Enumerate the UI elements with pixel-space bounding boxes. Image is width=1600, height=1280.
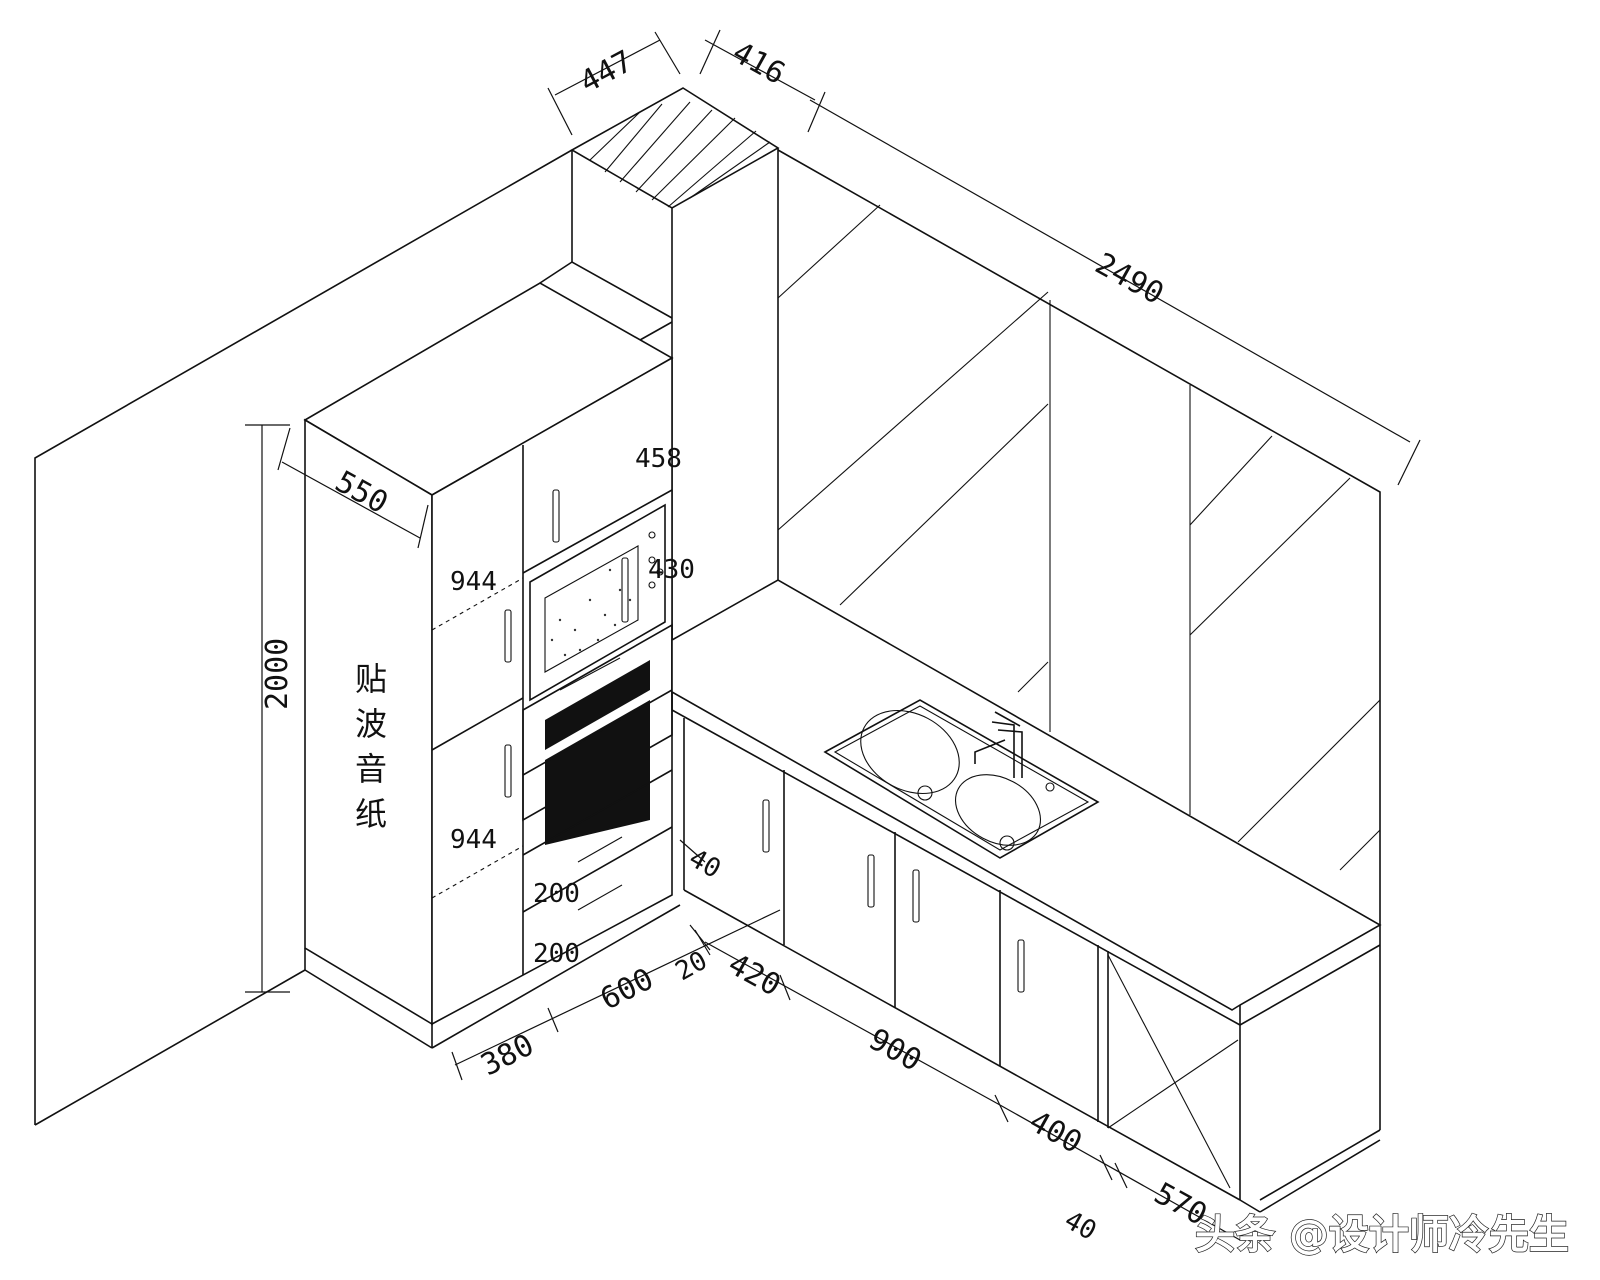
dimension-lines	[245, 29, 1421, 1241]
dim-416: 416	[727, 35, 791, 92]
dim-200-top: 200	[533, 879, 580, 909]
dim-420: 420	[722, 947, 786, 1004]
drain-icon	[999, 835, 1015, 851]
sink	[823, 699, 1100, 859]
microwave	[529, 503, 666, 702]
dim-40-base: 40	[1059, 1205, 1101, 1246]
left-wall	[34, 149, 573, 1126]
base-cabinet-run	[671, 579, 1382, 1213]
wall-note-char-3: 音	[355, 750, 387, 788]
microwave-handle	[621, 557, 629, 623]
right-wall	[777, 149, 1381, 1201]
cabinet-handle	[912, 869, 920, 923]
column-hatch	[589, 101, 771, 208]
wall-note-char-2: 波	[355, 705, 387, 743]
faucet-icon	[974, 711, 1023, 778]
dim-458: 458	[635, 444, 682, 474]
dim-2490: 2490	[1089, 246, 1169, 312]
dim-944-upper: 944	[450, 567, 497, 597]
microwave-knob	[648, 556, 656, 564]
watermark: 头条 @设计师冷先生	[1195, 1212, 1569, 1258]
cabinet-handle	[762, 799, 770, 853]
dim-944-lower: 944	[450, 825, 497, 855]
sink-bowl-left	[860, 709, 960, 795]
upper-door-handle	[552, 489, 560, 543]
dim-20: 20	[671, 946, 713, 987]
dim-900: 900	[863, 1022, 927, 1079]
dim-40-small: 40	[684, 843, 726, 884]
dim-380: 380	[475, 1027, 539, 1083]
dim-600: 600	[595, 962, 659, 1018]
drawers	[522, 769, 673, 913]
cabinet-handle	[1017, 939, 1025, 993]
door-handle	[504, 744, 512, 798]
sink-bowl-right	[954, 774, 1042, 846]
microwave-knob	[656, 568, 664, 576]
dim-447: 447	[574, 44, 638, 100]
tap-hole-icon	[1045, 782, 1055, 792]
dim-430: 430	[648, 555, 695, 585]
dim-400: 400	[1023, 1104, 1087, 1161]
wall-note-char-4: 纸	[355, 795, 387, 833]
drain-icon	[917, 785, 933, 801]
dim-200-bottom: 200	[533, 939, 580, 969]
cabinet-handle	[867, 854, 875, 908]
wall-note: 贴 波 音 纸	[355, 660, 387, 833]
microwave-knob	[648, 531, 656, 539]
microwave-knob	[648, 581, 656, 589]
oven	[522, 623, 673, 845]
wall-note-char-1: 贴	[355, 660, 387, 698]
tall-unit	[303, 261, 681, 1049]
dim-2000: 2000	[260, 638, 295, 710]
door-handle	[504, 609, 512, 663]
microwave-glass-speckle	[550, 568, 632, 657]
